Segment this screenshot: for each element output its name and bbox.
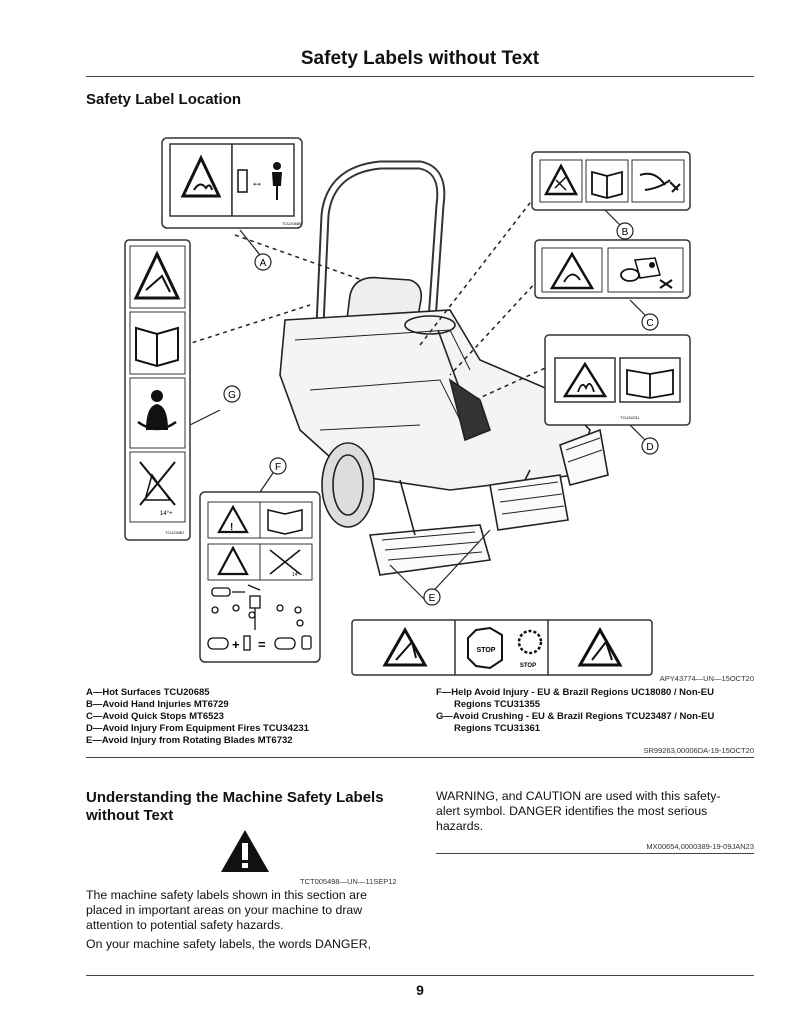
steering-wheel <box>404 315 456 335</box>
reel-center <box>489 474 569 531</box>
icon-code: TCT005498—UN—11SEP12 <box>300 877 397 886</box>
callout-a-label: A <box>260 258 267 269</box>
label-b-hand-injuries <box>531 151 691 211</box>
callout-A: A <box>254 253 272 271</box>
svg-text:+: + <box>232 637 240 652</box>
reel-right <box>559 428 609 486</box>
label-a-hot-surfaces: ↔ TCU20685 <box>161 137 303 229</box>
caption-e: E—Avoid Injury from Rotating Blades MT67… <box>86 735 293 746</box>
para2-line-1: On your machine safety labels, the words… <box>86 937 371 951</box>
section2-reference-code: MX00654,0000389-19-09JAN23 <box>646 842 754 851</box>
callout-D: D <box>641 437 659 455</box>
page-title: Safety Labels without Text <box>300 48 540 69</box>
title-divider <box>86 76 754 77</box>
label-g-angle: 14°+ <box>160 511 173 517</box>
caption-f-cont: Regions TCU31355 <box>454 699 541 710</box>
label-e-stop-2: STOP <box>520 663 536 669</box>
caption-g: G—Avoid Crushing - EU & Brazil Regions T… <box>436 711 715 722</box>
para1-line-1: The machine safety labels shown in this … <box>86 888 367 902</box>
svg-text:↔: ↔ <box>251 175 263 189</box>
section-heading-understanding: Understanding the Machine Safety Labels … <box>86 789 416 825</box>
label-e-rotating-blades: STOP STOP <box>351 619 653 676</box>
callout-e-label: E <box>429 593 436 604</box>
callout-C: C <box>641 313 659 331</box>
caption-b: B—Avoid Hand Injuries MT6729 <box>86 699 229 710</box>
warning-triangle-icon <box>221 830 269 872</box>
label-d-code: TCU34231 <box>620 415 640 420</box>
label-f-angle: 14°+ <box>292 572 303 578</box>
para1-line-3: attention to potential safety hazards. <box>86 918 284 932</box>
callout-B: B <box>616 222 634 240</box>
callout-b-label: B <box>622 227 629 238</box>
heading-line-1: Understanding the Machine Safety Labels <box>86 789 384 806</box>
page-number: 9 <box>416 982 424 998</box>
caption-g-cont: Regions TCU31361 <box>454 723 541 734</box>
svg-text:!: ! <box>230 522 233 533</box>
callout-f-label: F <box>275 462 281 473</box>
paragraph-2: On your machine safety labels, the words… <box>86 937 371 952</box>
label-a-code: TCU20685 <box>282 221 302 226</box>
callout-F: F <box>269 457 287 475</box>
label-f-help-avoid-injury: ! 14°+ + = <box>199 491 321 663</box>
label-e-stop-1: STOP <box>477 647 496 654</box>
callout-d-label: D <box>646 442 653 453</box>
caption-d: D—Avoid Injury From Equipment Fires TCU3… <box>86 723 309 734</box>
para3-line-2: alert symbol. DANGER identifies the most… <box>436 804 708 818</box>
label-d-equipment-fires: TCU34231 <box>544 334 691 426</box>
para3-line-3: hazards. <box>436 819 484 833</box>
label-g-code: TCU23487 <box>165 530 185 535</box>
para1-line-2: placed in important areas on your machin… <box>86 903 363 917</box>
label-c-quick-stops <box>534 239 691 299</box>
safety-label-location-figure: A B C D E F G ↔ TCU20685 <box>124 137 691 676</box>
heading-line-2: without Text <box>86 807 174 824</box>
section1-reference-code: SR99263,00006DA-19-15OCT20 <box>643 746 755 755</box>
section2-divider <box>436 853 754 854</box>
label-g-crushing: 14°+ TCU23487 <box>124 239 191 541</box>
callout-g-label: G <box>228 390 236 401</box>
paragraph-3: WARNING, and CAUTION are used with this … <box>436 789 721 834</box>
paragraph-1: The machine safety labels shown in this … <box>86 888 367 933</box>
callout-G: G <box>223 385 241 403</box>
callout-c-label: C <box>646 318 653 329</box>
footer-divider <box>86 975 754 976</box>
caption-a: A—Hot Surfaces TCU20685 <box>86 687 210 698</box>
section1-divider <box>86 757 754 758</box>
callout-E: E <box>423 588 441 606</box>
section-heading-label-location: Safety Label Location <box>86 91 242 108</box>
caption-c: C—Avoid Quick Stops MT6523 <box>86 711 224 722</box>
para3-line-1: WARNING, and CAUTION are used with this … <box>436 789 721 803</box>
svg-text:=: = <box>258 637 266 652</box>
front-wheel <box>321 442 375 528</box>
caption-f: F—Help Avoid Injury - EU & Brazil Region… <box>436 687 715 698</box>
figure-code: APY43774—UN—15OCT20 <box>659 674 754 683</box>
